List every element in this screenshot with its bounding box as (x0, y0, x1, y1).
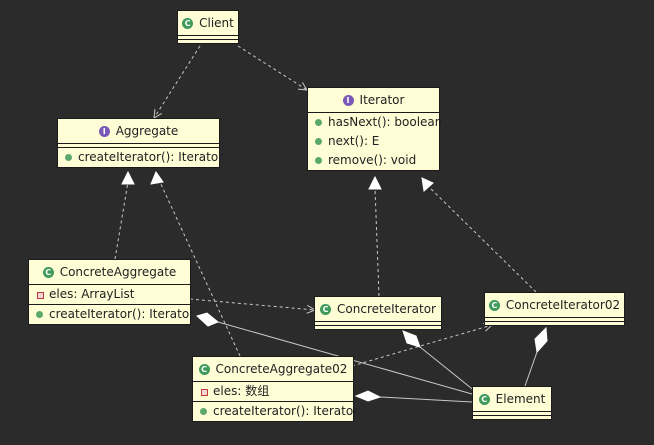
method-row[interactable]: remove(): void (308, 151, 439, 170)
triangle-iterator-left (368, 175, 382, 190)
diamond-concreteaggregate (196, 312, 219, 327)
class-element[interactable]: C Element (472, 386, 552, 420)
interface-name-aggregate: Aggregate (115, 124, 179, 138)
class-c-icon: C (488, 300, 500, 311)
method-row[interactable]: hasNext(): boolean (308, 113, 442, 132)
method-row[interactable]: createIterator(): Iterator (29, 305, 194, 324)
class-concrete-aggregate02[interactable]: C ConcreteAggregate02 eles: 数组 createIter… (192, 356, 358, 422)
diamond-concreteaggregate02 (354, 390, 382, 402)
class-c-icon: C (182, 18, 194, 29)
field-row[interactable]: eles: ArrayList (29, 285, 190, 304)
diamond-concreteiterator (402, 330, 421, 348)
class-name-concrete-iterator02: ConcreteIterator02 (505, 298, 621, 312)
interface-i-icon: I (342, 95, 354, 106)
interface-iterator[interactable]: I Iterator hasNext(): boolean next(): E r… (307, 87, 442, 171)
triangle-iterator-right (421, 177, 434, 192)
edge-client-iterator (237, 45, 307, 90)
field-row[interactable]: eles: 数组 (193, 382, 353, 401)
interface-name-iterator: Iterator (359, 93, 405, 107)
edge-realize-concreteaggregate-aggregate (114, 181, 129, 260)
class-name-concrete-aggregate02: ConcreteAggregate02 (215, 362, 348, 376)
class-c-icon: C (478, 394, 490, 405)
class-concrete-iterator02[interactable]: C ConcreteIterator02 (484, 292, 625, 326)
method-row[interactable]: createIterator(): Iterator (193, 402, 358, 421)
edge-realize-concreteiterator02-iterator (427, 185, 537, 293)
class-c-icon: C (320, 304, 332, 315)
edge-client-aggregate (154, 45, 201, 118)
edge-element-concreteaggregate02 (379, 396, 473, 403)
public-dot-icon (65, 154, 72, 161)
public-dot-icon (315, 157, 322, 164)
class-name-concrete-aggregate: ConcreteAggregate (59, 265, 177, 279)
triangle-aggregate-left (121, 170, 135, 185)
edge-concreteaggregate02-concreteiterator02 (351, 325, 492, 367)
edge-realize-concreteaggregate02-aggregate (159, 181, 241, 357)
diamond-concreteiterator02 (534, 326, 548, 354)
class-client[interactable]: C Client (177, 10, 239, 44)
public-dot-icon (200, 408, 207, 415)
class-name-element: Element (495, 392, 546, 406)
class-c-icon: C (198, 364, 210, 375)
class-c-icon: C (42, 267, 54, 278)
interface-i-icon: I (98, 126, 110, 137)
private-square-icon (201, 389, 208, 396)
public-dot-icon (36, 311, 43, 318)
triangle-aggregate-right (150, 170, 164, 185)
class-name-client: Client (199, 16, 234, 30)
edge-element-concreteiterator02 (524, 351, 538, 387)
interface-aggregate[interactable]: I Aggregate createIterator(): Iterator (57, 118, 223, 168)
edge-element-concreteiterator (419, 346, 477, 393)
edge-concreteaggregate-concreteiterator (189, 298, 315, 310)
private-square-icon (37, 292, 44, 299)
public-dot-icon (315, 138, 322, 145)
method-row[interactable]: createIterator(): Iterator (58, 148, 223, 167)
class-name-concrete-iterator: ConcreteIterator (337, 302, 436, 316)
method-row[interactable]: next(): E (308, 132, 439, 151)
class-concrete-iterator[interactable]: C ConcreteIterator (314, 296, 442, 330)
class-concrete-aggregate[interactable]: C ConcreteAggregate eles: ArrayList creat… (28, 259, 194, 325)
public-dot-icon (315, 119, 322, 126)
edge-realize-concreteiterator-iterator (374, 187, 380, 297)
